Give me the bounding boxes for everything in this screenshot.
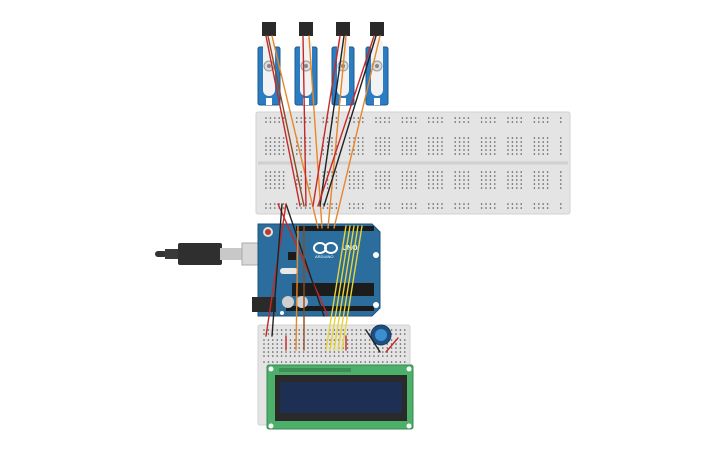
power-jack xyxy=(252,297,276,312)
wire-orange[interactable] xyxy=(271,35,319,229)
wire-black[interactable] xyxy=(285,203,325,317)
wire-red[interactable] xyxy=(277,203,329,317)
wire-brown[interactable] xyxy=(267,35,305,207)
atmega-chip xyxy=(292,283,374,296)
wire-black[interactable] xyxy=(271,203,283,337)
lcd-screen xyxy=(280,382,402,413)
wire-yellow[interactable] xyxy=(341,225,363,351)
wire-red[interactable] xyxy=(312,35,341,207)
wire-red[interactable] xyxy=(265,35,301,207)
lcd-pin-header xyxy=(279,368,351,372)
analog-header xyxy=(286,306,374,311)
wire-yellow[interactable] xyxy=(329,225,351,351)
wire-black[interactable] xyxy=(319,35,345,207)
digital-header xyxy=(296,226,374,231)
wire-orange[interactable] xyxy=(308,35,323,229)
servo-motor[interactable] xyxy=(257,22,281,106)
wire-red[interactable] xyxy=(265,203,287,337)
wire-black[interactable] xyxy=(365,329,381,353)
wire-red[interactable] xyxy=(385,337,399,353)
wire-yellow[interactable] xyxy=(325,225,347,351)
wire-orange[interactable] xyxy=(333,35,381,229)
wire-orange[interactable] xyxy=(327,35,347,229)
arduino-logo-text: ARDUINO xyxy=(315,254,333,259)
usb-cable xyxy=(155,242,275,266)
wire-red[interactable] xyxy=(302,35,307,207)
arduino-uno[interactable]: ARDUINO UNO xyxy=(252,223,381,317)
potentiometer[interactable] xyxy=(370,324,392,346)
lcd-16x2[interactable] xyxy=(266,364,414,430)
wire-black[interactable] xyxy=(323,35,377,207)
wire-orange[interactable] xyxy=(295,225,299,351)
arduino-logo xyxy=(313,242,338,254)
servo-motor[interactable] xyxy=(365,22,389,106)
servo-motor[interactable] xyxy=(294,22,318,106)
wire-yellow[interactable] xyxy=(337,225,359,351)
servo-motor[interactable] xyxy=(331,22,355,106)
wire-red[interactable] xyxy=(317,35,375,207)
wire-yellow[interactable] xyxy=(333,225,355,351)
